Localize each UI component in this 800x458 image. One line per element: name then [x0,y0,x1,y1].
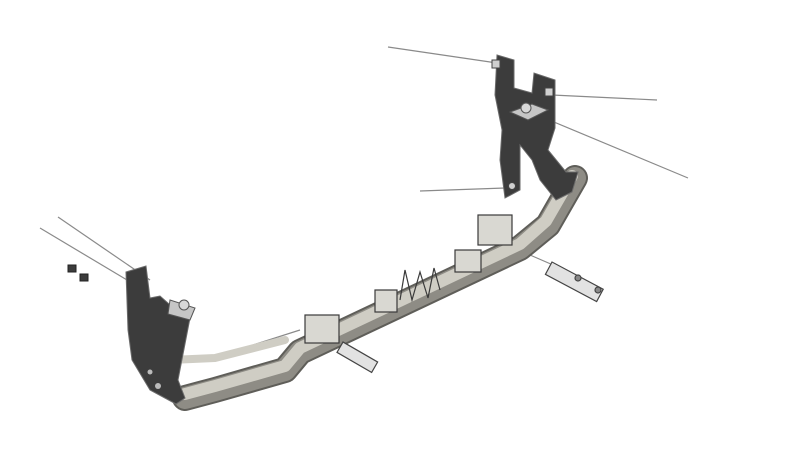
clip-nut [544,87,554,97]
right-mounting-bracket [491,54,579,201]
bolt-icon [178,299,190,311]
leader-line [419,187,506,192]
receiver-tabs [304,214,513,344]
hitch-pins [336,261,605,374]
hole [147,369,153,375]
leader-line [387,46,498,64]
safety-loop [399,267,441,303]
receiver-box [304,314,340,344]
crossbar-beam [166,165,588,411]
hex-nut [79,273,89,282]
bolt-icon [520,102,532,114]
pin-hole [574,274,582,282]
leader-line [529,111,689,179]
receiver-box [374,289,398,313]
left-mounting-bracket [125,265,196,405]
bolt-icon [508,182,516,190]
leader-line [551,94,658,101]
leader-line [39,227,133,284]
center-pin [336,341,379,374]
receiver-box [477,214,513,246]
clip-nut [491,59,501,69]
receiver-box [454,249,482,273]
pin-hole [594,286,602,294]
loose-hardware [67,264,89,282]
hex-nut [67,264,77,273]
right-pin [544,261,605,303]
hole [155,383,161,389]
